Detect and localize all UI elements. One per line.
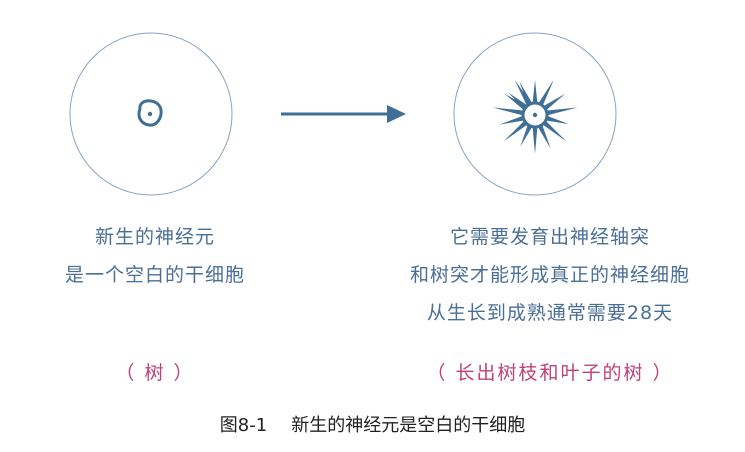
figure-number: 图8-1 xyxy=(219,415,268,436)
dendrite xyxy=(538,79,554,105)
right-note: （ 长出树枝和叶子的树 ） xyxy=(426,362,674,384)
left-caption-line: 新生的神经元 xyxy=(94,226,215,248)
dendrite xyxy=(499,116,524,125)
dendrite xyxy=(544,93,566,110)
right-caption-line: 从生长到成熟通常需要28天 xyxy=(426,302,674,324)
dendrite xyxy=(543,121,567,142)
dendrite xyxy=(492,107,523,116)
figure-title: 新生的神经元是空白的干细胞 xyxy=(291,415,526,436)
dendrite xyxy=(532,80,538,103)
dendrite xyxy=(532,127,538,154)
arrow-icon xyxy=(281,105,406,123)
right-caption: 它需要发育出神经轴突 和树突才能形成真正的神经细胞 从生长到成熟通常需要28天 xyxy=(330,218,745,332)
dendrite xyxy=(546,116,569,125)
stem-cell-icon xyxy=(137,99,163,127)
right-caption-line: 它需要发育出神经轴突 xyxy=(449,226,650,248)
stem-cell-nucleus xyxy=(147,111,153,117)
dendrite xyxy=(520,125,532,147)
right-caption-line: 和树突才能形成真正的神经细胞 xyxy=(409,264,690,286)
left-caption: 新生的神经元 是一个空白的干细胞 xyxy=(20,218,290,294)
dendrite xyxy=(508,92,527,109)
dendrite xyxy=(547,107,578,116)
dendrite xyxy=(538,125,551,149)
figure-caption: 图8-1 新生的神经元是空白的干细胞 xyxy=(0,414,745,438)
left-caption-line: 是一个空白的干细胞 xyxy=(64,264,245,286)
left-note: （ 树 ） xyxy=(115,362,195,384)
dendrites xyxy=(492,79,578,154)
dendrite xyxy=(503,121,527,142)
neuron-nucleus xyxy=(532,112,538,118)
dendrite xyxy=(519,81,532,105)
left-circle xyxy=(69,32,233,196)
right-circle xyxy=(453,32,617,196)
dendrite xyxy=(504,93,526,110)
